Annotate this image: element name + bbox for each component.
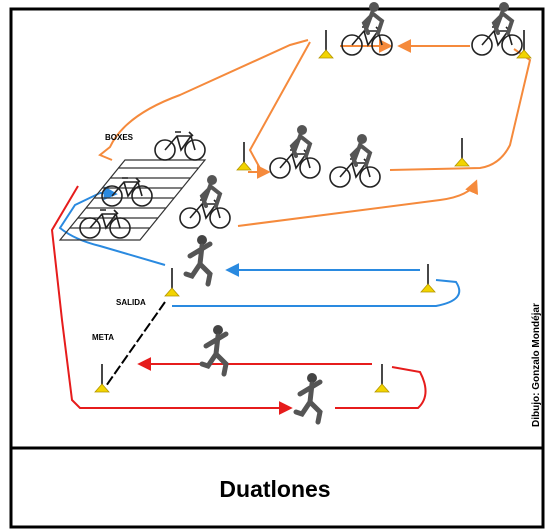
- cone-icon: [164, 267, 180, 297]
- cone-icon: [420, 263, 436, 293]
- salida-label: SALIDA: [116, 298, 146, 307]
- cyclist-icon: [270, 125, 320, 178]
- cone-icon: [454, 137, 470, 167]
- bike-route: [98, 39, 532, 227]
- run-route-2: [50, 185, 427, 415]
- runner-icon: [186, 235, 210, 284]
- bicycle-icon: [101, 177, 153, 207]
- cyclist-icon: [330, 134, 380, 187]
- start-finish-line: [105, 301, 166, 387]
- bicycle-icon: [79, 209, 131, 239]
- run-route-1: [58, 186, 461, 307]
- cone-icon: [516, 29, 532, 59]
- cone-icon: [94, 363, 110, 393]
- cone-icon: [318, 29, 334, 59]
- runner-icon: [202, 325, 226, 374]
- boxes-label: BOXES: [105, 133, 134, 142]
- caption-title: Duatlones: [219, 476, 330, 502]
- credit-label: Dibujo: Gonzalo Mondéjar: [531, 303, 542, 427]
- meta-label: META: [92, 333, 114, 342]
- cone-icon: [236, 141, 252, 171]
- cone-icon: [374, 363, 390, 393]
- outer-frame: [9, 7, 545, 529]
- cyclist-icon: [180, 175, 230, 228]
- transition-boxes: [58, 159, 207, 241]
- bicycle-icon: [154, 131, 206, 161]
- runner-icon: [296, 373, 320, 422]
